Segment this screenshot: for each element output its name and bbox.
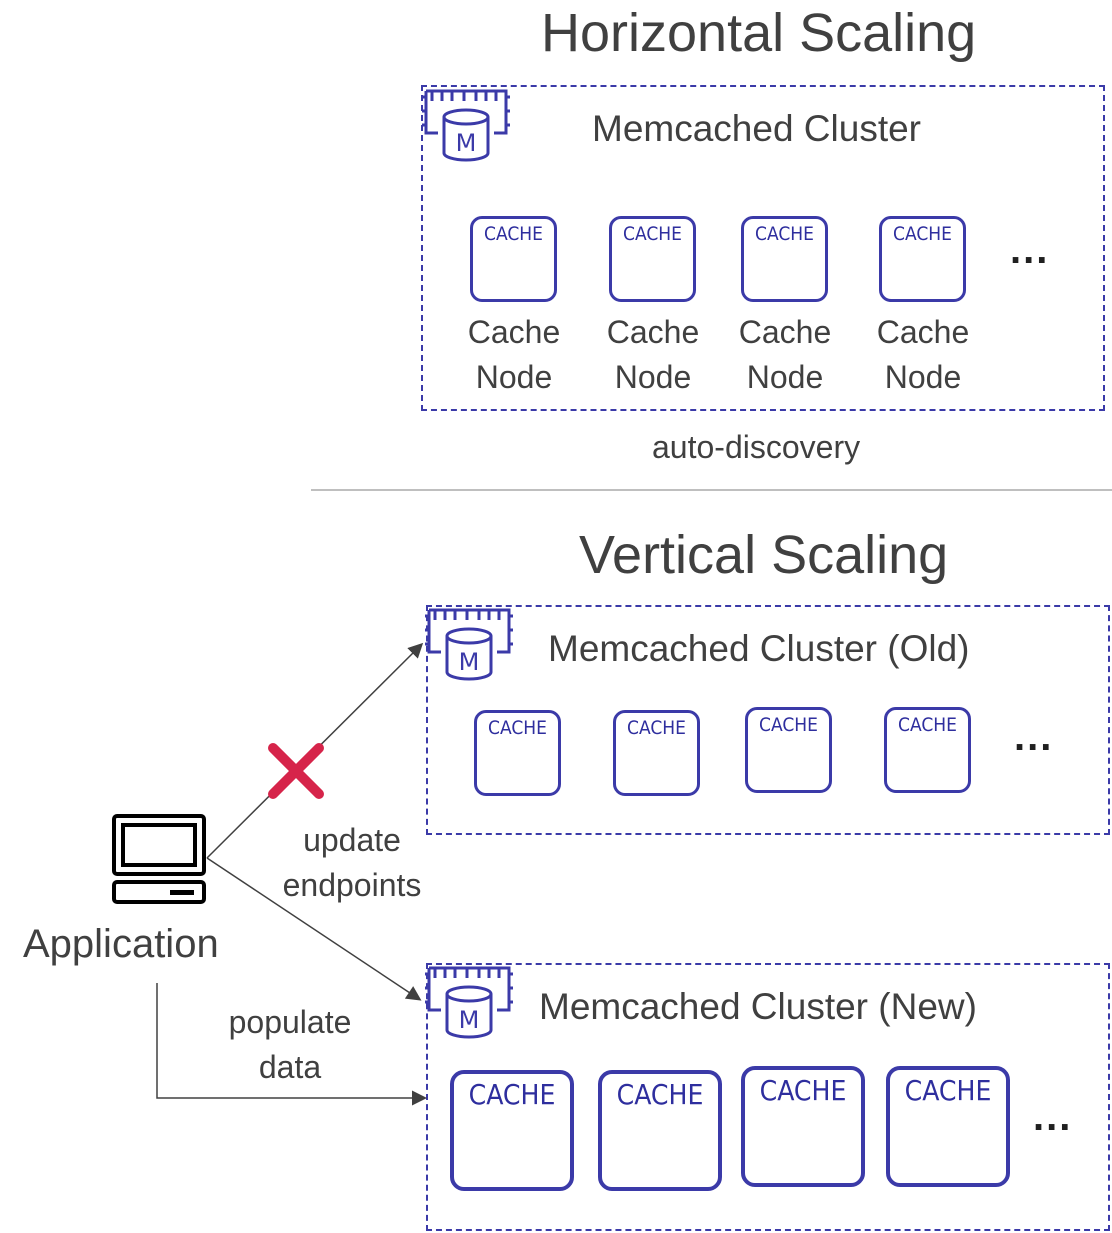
memcached-cluster-new-label: Memcached Cluster (New) — [539, 986, 977, 1027]
cache-node-large-icon: CACHE — [886, 1066, 1010, 1187]
cross-icon — [268, 743, 324, 799]
cache-badge: CACHE — [755, 223, 814, 245]
more-nodes-ellipsis: ... — [1033, 1095, 1073, 1139]
cache-badge: CACHE — [904, 1074, 992, 1107]
cache-node-icon: CACHE — [745, 707, 832, 793]
cache-badge: CACHE — [484, 223, 543, 245]
memcached-icon: M — [425, 966, 513, 1039]
svg-text:M: M — [459, 648, 480, 676]
memcached-cluster-horizontal — [421, 85, 1105, 411]
memcached-cluster-new — [426, 963, 1110, 1231]
cache-badge: CACHE — [759, 1074, 847, 1107]
section-divider — [311, 489, 1112, 491]
cache-badge: CACHE — [627, 717, 686, 739]
cache-node-large-icon: CACHE — [598, 1070, 722, 1191]
cache-node-large-icon: CACHE — [450, 1070, 574, 1191]
cache-node-icon: CACHE — [884, 707, 971, 793]
cache-node-icon: CACHE — [741, 216, 828, 302]
cache-badge: CACHE — [468, 1078, 556, 1111]
memcached-cluster-label: Memcached Cluster — [592, 108, 922, 149]
svg-text:M: M — [456, 129, 477, 157]
svg-text:M: M — [459, 1006, 480, 1034]
memcached-icon: M — [422, 89, 510, 162]
cache-node-icon: CACHE — [613, 710, 700, 796]
horizontal-scaling-title: Horizontal Scaling — [541, 3, 977, 63]
cache-badge: CACHE — [623, 223, 682, 245]
computer-icon — [112, 814, 206, 904]
cache-node-icon: CACHE — [474, 710, 561, 796]
cache-node-icon: CACHE — [879, 216, 966, 302]
cache-badge: CACHE — [616, 1078, 704, 1111]
application-label: Application — [23, 922, 219, 966]
cache-badge: CACHE — [759, 714, 818, 736]
auto-discovery-label: auto-discovery — [652, 429, 861, 465]
vertical-scaling-title: Vertical Scaling — [579, 525, 949, 585]
cache-node-large-icon: CACHE — [741, 1066, 865, 1187]
more-nodes-ellipsis: ... — [1014, 715, 1054, 759]
memcached-cluster-old-label: Memcached Cluster (Old) — [548, 628, 970, 669]
cache-node-icon: CACHE — [470, 216, 557, 302]
cache-badge: CACHE — [488, 717, 547, 739]
memcached-cluster-old — [426, 605, 1110, 835]
more-nodes-ellipsis: ... — [1010, 228, 1050, 272]
memcached-icon: M — [425, 608, 513, 681]
cache-badge: CACHE — [893, 223, 952, 245]
cache-node-icon: CACHE — [609, 216, 696, 302]
cache-badge: CACHE — [898, 714, 957, 736]
